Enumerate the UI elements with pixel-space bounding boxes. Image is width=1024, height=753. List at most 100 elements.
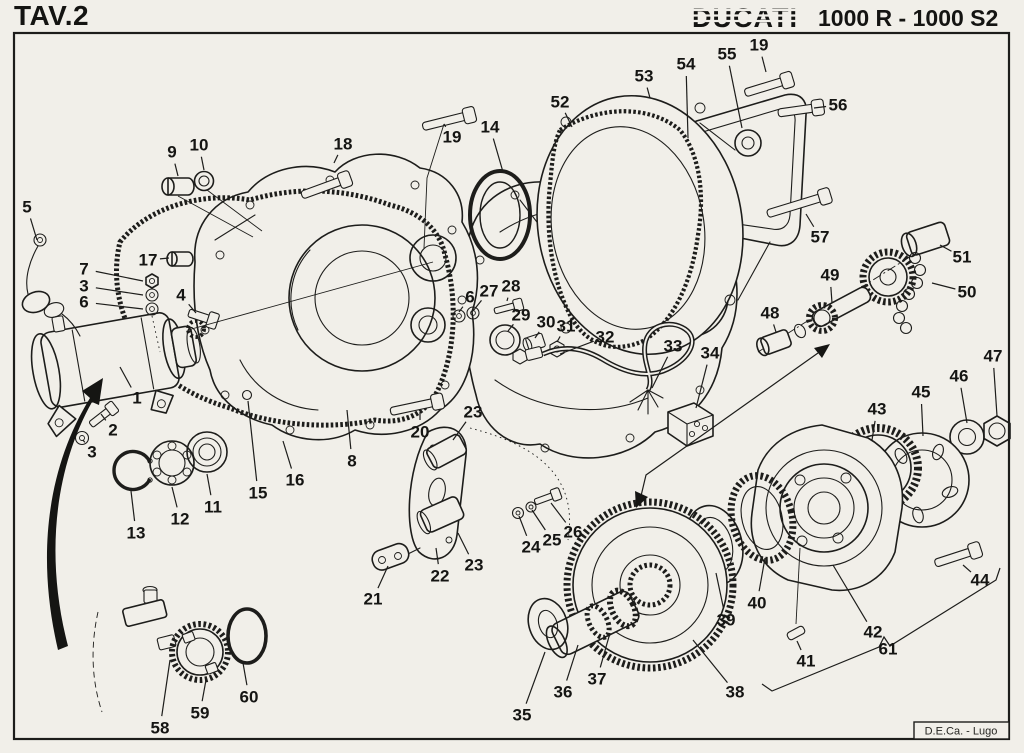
part-label-39: 39	[717, 611, 736, 630]
leader-line-36	[566, 644, 579, 681]
leader-line-42	[832, 564, 868, 623]
leader-line-1	[119, 366, 132, 388]
part-label-21: 21	[364, 590, 383, 609]
part-label-25: 25	[543, 531, 562, 550]
part-label-2: 2	[108, 421, 117, 440]
part-label-49: 49	[821, 266, 840, 285]
starter-drive-group	[756, 221, 951, 357]
leader-line-51	[939, 244, 952, 252]
points-plate-assembly	[371, 426, 468, 571]
part-label-41: 41	[797, 652, 816, 671]
leader-line-4	[188, 303, 197, 314]
part-label-6: 6	[465, 288, 474, 307]
part-label-36: 36	[554, 683, 573, 702]
leader-line-53	[646, 87, 651, 99]
starter-idler-shaft	[527, 587, 640, 659]
leader-line-23	[452, 421, 467, 441]
leader-line-8	[346, 409, 352, 450]
leader-line-40	[758, 557, 766, 592]
leader-line-41	[796, 640, 802, 651]
ducati-logo: DUCATI	[690, 3, 812, 33]
part-label-55: 55	[718, 45, 737, 64]
part-label-23: 23	[464, 403, 483, 422]
leader-line-19	[761, 56, 767, 73]
leader-line-35	[525, 651, 546, 704]
part-label-10: 10	[190, 136, 209, 155]
leader-line-60	[242, 662, 248, 686]
part-label-53: 53	[635, 67, 654, 86]
part-label-52: 52	[551, 93, 570, 112]
drive-pin	[786, 625, 806, 641]
starter-chain	[892, 251, 927, 335]
leader-line-12	[171, 486, 178, 508]
locating-bushings	[161, 170, 263, 267]
leader-line-21	[377, 565, 389, 589]
leader-line-28	[506, 297, 509, 302]
leader-line-29	[507, 323, 514, 332]
part-label-44: 44	[971, 571, 990, 590]
leader-line-19	[443, 123, 447, 128]
leader-line-13	[130, 490, 136, 522]
part-label-40: 40	[748, 594, 767, 613]
arrowhead-down	[635, 491, 648, 508]
part-label-20: 20	[411, 423, 430, 442]
leader-line-48	[773, 324, 777, 333]
part-label-43: 43	[868, 400, 887, 419]
leader-line-26	[550, 502, 567, 523]
leader-line-15	[247, 400, 258, 482]
part-label-61: 61	[879, 640, 898, 659]
page-frame	[12, 31, 1011, 741]
leader-line-3	[82, 439, 86, 443]
assembly-arrows	[46, 344, 830, 650]
leader-line-45	[920, 403, 924, 437]
leader-line-50	[931, 282, 956, 290]
part-label-14: 14	[481, 118, 500, 137]
clutch-cover-gasket	[546, 109, 704, 349]
curved-arrow	[46, 378, 103, 650]
part-label-17: 17	[139, 251, 158, 270]
leader-line-31	[556, 336, 561, 343]
leader-line-2	[100, 413, 107, 421]
part-label-33: 33	[664, 337, 683, 356]
part-label-9: 9	[167, 143, 176, 162]
leader-line-52	[564, 112, 573, 128]
part-label-48: 48	[761, 304, 780, 323]
part-label-54: 54	[677, 55, 696, 74]
part-label-37: 37	[588, 670, 607, 689]
brush-holder-group	[92, 585, 268, 713]
clutch-side-cover	[536, 94, 771, 356]
part-label-12: 12	[171, 510, 190, 529]
part-label-3: 3	[87, 443, 96, 462]
leader-line-46	[960, 387, 968, 424]
part-label-1: 1	[132, 389, 141, 408]
part-label-32: 32	[596, 328, 615, 347]
part-label-24: 24	[522, 538, 541, 557]
leader-line-34	[695, 364, 708, 409]
frayed-wires	[629, 389, 664, 415]
part-label-18: 18	[334, 135, 353, 154]
leader-line-18	[333, 154, 339, 164]
part-label-38: 38	[726, 683, 745, 702]
leader-line-5	[29, 218, 38, 241]
part-label-42: 42	[864, 623, 883, 642]
part-label-23: 23	[465, 556, 484, 575]
starter-pinion	[186, 319, 206, 339]
leader-line-55	[728, 65, 743, 129]
part-label-57: 57	[811, 228, 830, 247]
leader-line-25	[531, 509, 546, 531]
part-label-5: 5	[22, 198, 31, 217]
leader-line-9	[174, 163, 179, 177]
part-label-51: 51	[953, 248, 972, 267]
leader-line-11	[206, 473, 212, 496]
leader-line-27	[472, 299, 482, 312]
part-label-60: 60	[240, 688, 259, 707]
needle-bearing-cage	[727, 472, 797, 564]
brand-logo-text: DUCATI	[692, 3, 798, 33]
part-label-7: 7	[79, 260, 88, 279]
leader-line-56	[813, 105, 827, 109]
part-label-34: 34	[701, 344, 720, 363]
part-label-46: 46	[950, 367, 969, 386]
part-label-29: 29	[512, 306, 531, 325]
